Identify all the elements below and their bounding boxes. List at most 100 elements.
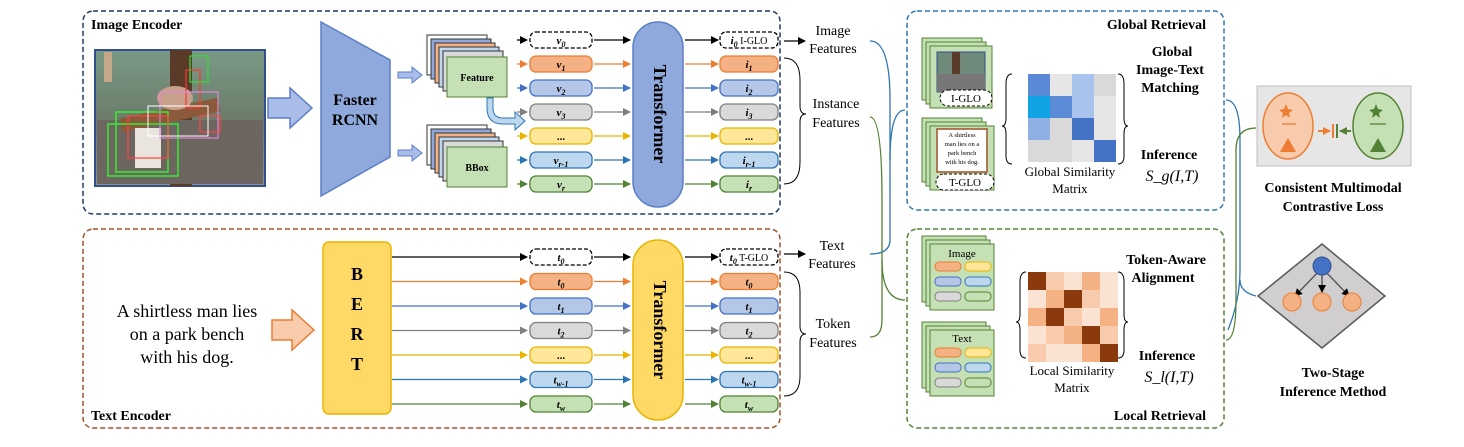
text-input-label: t0 [557,277,564,291]
local-inference-label: Inference [1139,349,1196,364]
text-features-label-1: Text [820,239,845,254]
input-text-line-2: on a park bench [130,324,244,344]
image-output-label: i0 I-GLO [731,35,768,49]
image-transformer-label: Transformer [650,65,670,164]
global-matrix-cell [1028,96,1050,118]
caption-line-4: with his dog. [945,159,979,166]
image-transformer [632,21,684,208]
image-input-token [529,79,593,97]
local-connector [869,116,883,338]
text-input-label: t2 [557,326,564,340]
rcnn-to-feature-arrow [397,65,423,85]
global-matching-label-3: Matching [1141,81,1199,96]
faster-rcnn-label-1: Faster [333,92,377,109]
global-left-brace [1001,73,1013,165]
text-input-token [529,321,593,340]
global-matching-label-1: Global [1152,45,1193,60]
image-input-token [529,31,593,49]
contrastive-loss-icon [1256,85,1412,167]
local-retrieval-panel: Local Retrieval Image Text Local Similar… [906,228,1225,429]
text-input-token [529,248,593,266]
text-input-label: t1 [557,301,564,315]
bert-letter-e: E [351,294,363,314]
text-transformer [632,239,684,421]
photo-to-rcnn-arrow [267,86,314,130]
inference-method-label-1: Two-Stage [1302,366,1365,381]
local-matrix-cell [1028,326,1046,344]
token-features-label-1: Token [816,317,851,332]
image-input-label: ... [557,131,566,143]
image-encoder-title: Image Encoder [91,18,182,33]
input-text-line-1: A shirtless man lies [117,301,258,321]
text-output-label: ... [745,350,754,362]
local-matrix-cell [1064,272,1082,290]
image-output-label: ir-1 [743,155,756,169]
local-matrix-cell [1028,344,1046,362]
global-matrix-cell [1072,74,1094,96]
local-matrix-cell [1028,308,1046,326]
alignment-label-1: Token-Aware [1126,253,1206,268]
right-connector-green [1225,127,1257,341]
local-image-card-label: Image [948,248,976,260]
t-glo-tag: T-GLO [949,177,981,189]
global-matrix-cell [1072,140,1094,162]
token-brace [783,271,807,397]
input-photo [94,49,266,187]
local-matrix-cell [1100,272,1118,290]
text-output-token [719,321,779,340]
global-retrieval-title: Global Retrieval [1107,18,1206,33]
local-matrix-cell [1082,344,1100,362]
faster-rcnn-label-2: RCNN [332,112,379,129]
rcnn-to-bbox-arrow [397,143,423,163]
image-output-token [719,151,779,169]
feature-stack: Feature [426,34,508,98]
text-encoder-title: Text Encoder [91,409,171,424]
local-matrix-cell [1028,290,1046,308]
global-matrix-label-1: Global Similarity [1025,164,1116,179]
input-text-line-3: with his dog. [140,347,234,367]
image-output-label: i3 [745,107,752,121]
local-matrix-cell [1046,326,1064,344]
token-features-label-2: Features [809,336,856,351]
local-matrix-cell [1100,326,1118,344]
global-matrix-cell [1050,74,1072,96]
i-glo-tag: I-GLO [951,93,981,105]
text-input-token [529,370,593,389]
image-features-label-1: Image [816,24,851,39]
text-output-token [719,395,779,413]
image-input-token [529,55,593,73]
global-matrix-cell [1050,96,1072,118]
text-input-token [529,297,593,315]
text-output-label: t0 [745,277,752,291]
local-matrix-label-1: Local Similarity [1030,363,1115,378]
global-matrix-cell [1072,118,1094,140]
text-output-label: tw-1 [741,375,756,389]
caption-line-3: park bench [948,150,977,157]
image-output-label: ir [746,179,753,193]
global-matrix-cell [1028,74,1050,96]
global-matrix-cell [1094,74,1116,96]
feature-label: Feature [460,73,494,84]
global-matrix-cell [1028,118,1050,140]
bert-letter-r: R [351,324,365,344]
text-output-label: t2 [745,326,752,340]
text-output-token [719,346,779,364]
loss-label-1: Consistent Multimodal [1264,181,1401,196]
text-to-bert-arrow [271,308,316,352]
instance-features-label-2: Features [812,116,859,131]
bert-letter-b: B [351,264,363,284]
text-output-label: t1 [745,301,752,315]
global-matrix-cell [1094,96,1116,118]
local-matrix-cell [1046,308,1064,326]
inference-method-label-2: Inference Method [1280,385,1387,400]
image-input-label: v0 [557,35,566,49]
text-transformer-label: Transformer [650,281,670,380]
image-input-label: v1 [557,59,566,73]
local-text-card-label: Text [952,333,971,345]
image-output-token [719,79,779,97]
bert-block [322,241,392,415]
faster-rcnn-block [320,20,391,198]
text-output-token [719,297,779,315]
two-stage-inference-icon [1256,243,1387,349]
